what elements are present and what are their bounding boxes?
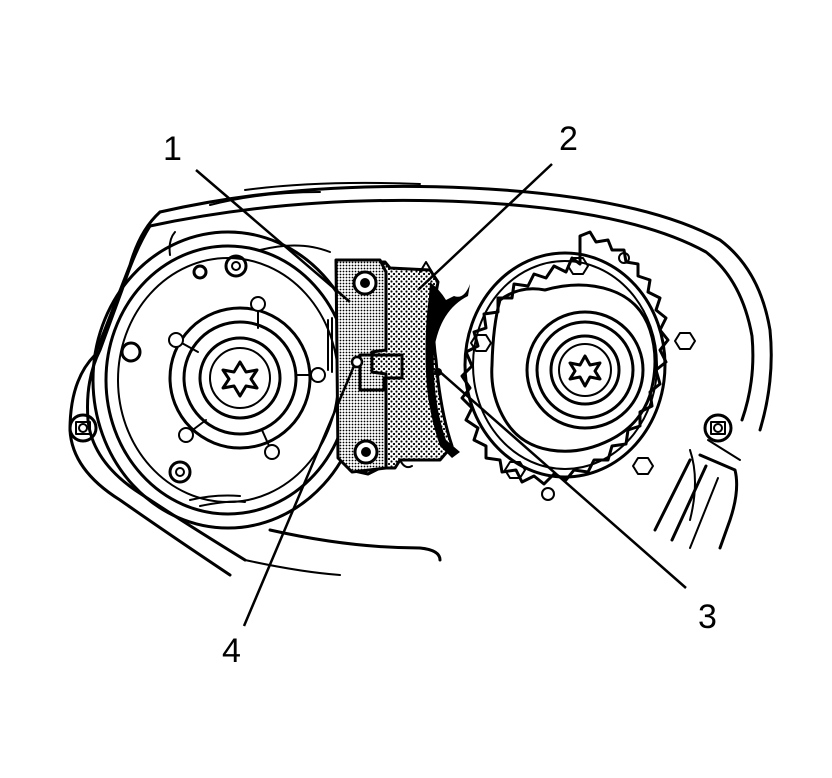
callout-2: 2 [559, 120, 578, 158]
timing-chain-guide [653, 439, 741, 550]
callout-3: 3 [698, 598, 717, 636]
leader-line-4 [242, 365, 356, 627]
leader-line-1 [195, 169, 351, 303]
engine-front-cover [68, 181, 773, 577]
right-camshaft-sprocket [460, 230, 696, 501]
callout-4: 4 [222, 632, 241, 670]
leader-lines [195, 163, 687, 627]
camshaft-holding-tool [327, 258, 470, 476]
leader-line-3 [439, 371, 687, 589]
callout-1: 1 [163, 130, 182, 168]
leader-line-2 [417, 163, 553, 291]
left-camshaft-sprocket [91, 230, 365, 530]
